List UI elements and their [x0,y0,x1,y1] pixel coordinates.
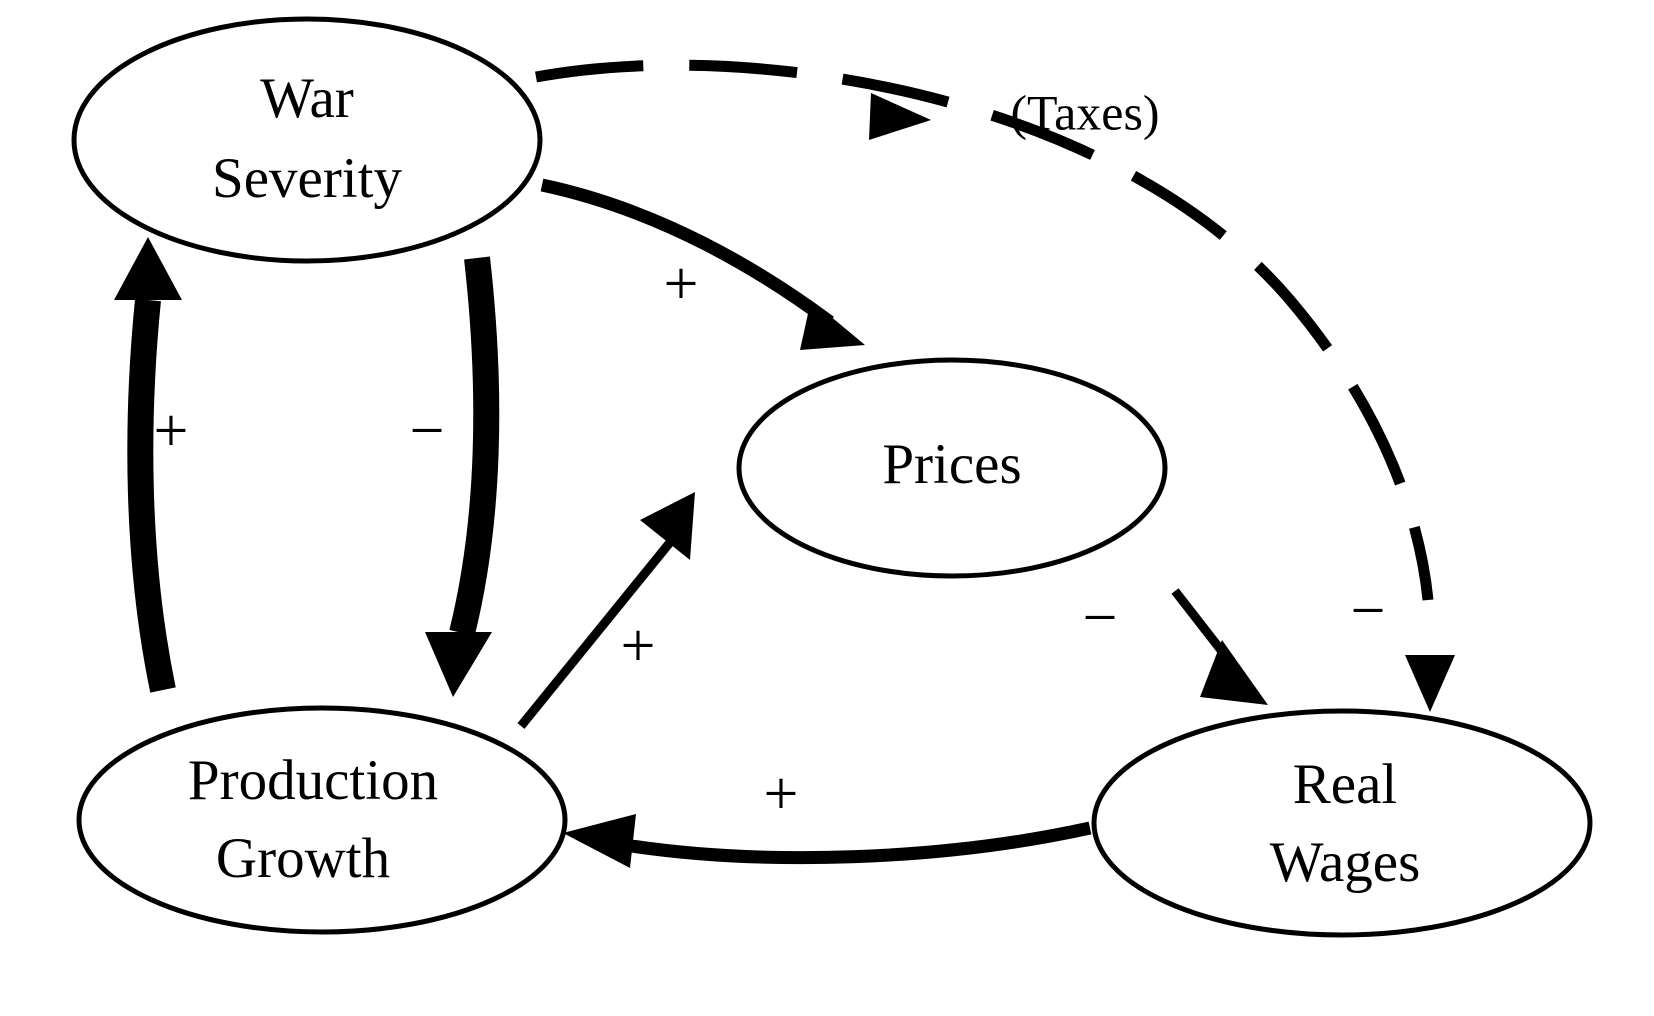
node-war-severity-label-line2: Severity [212,147,402,210]
edge-warseverity-to-prodgrowth-path [449,256,500,637]
edge-warseverity-to-prodgrowth-sign: − [410,397,445,465]
edge-warseverity-to-prices[interactable]: + [540,178,865,350]
edge-warseverity-to-realwages-path [535,59,1434,601]
node-production-growth-label-line2: Growth [216,827,390,890]
node-war-severity[interactable]: War Severity [71,16,543,264]
edge-prodgrowth-to-prices[interactable]: + [517,492,695,729]
node-real-wages-label-line2: Wages [1270,831,1421,894]
edge-prodgrowth-to-warseverity-path [127,298,176,693]
edge-realwages-to-prodgrowth[interactable]: + [563,760,1092,868]
edge-prodgrowth-to-prices-sign: + [621,612,656,680]
node-war-severity-label-line1: War [260,67,354,130]
node-production-growth-ellipse [76,705,568,935]
node-real-wages-ellipse [1091,708,1593,938]
taxes-annotation-label: (Taxes) [1010,84,1159,140]
edge-realwages-to-prodgrowth-arrowhead [563,814,636,868]
edge-realwages-to-prodgrowth-sign: + [764,760,799,828]
edge-prices-to-realwages-sign: − [1083,584,1118,652]
edge-warseverity-to-prices-sign: + [664,250,699,318]
node-prices-ellipse [736,357,1168,579]
edge-prodgrowth-to-prices-arrowhead [640,492,695,560]
edge-warseverity-to-realwages-sign: − [1351,577,1386,645]
edge-warseverity-to-prices-arrowhead [800,300,865,350]
edge-prodgrowth-to-warseverity[interactable]: + [114,237,189,693]
edge-prodgrowth-to-warseverity-sign: + [154,397,189,465]
edge-prodgrowth-to-prices-path [517,532,680,729]
node-prices[interactable]: Prices [736,357,1168,579]
edge-warseverity-to-realwages-arrowhead [1405,655,1455,712]
node-production-growth-label-line1: Production [188,749,438,812]
node-production-growth[interactable]: Production Growth [76,705,568,935]
edge-warseverity-to-prodgrowth-arrowhead [425,632,492,697]
edge-prodgrowth-to-warseverity-arrowhead [114,237,182,300]
edge-warseverity-to-realwages-midarrow [869,93,931,140]
edge-prices-to-realwages[interactable]: − [1083,584,1268,705]
node-war-severity-ellipse [71,16,543,264]
edge-warseverity-to-prodgrowth[interactable]: − [410,256,500,697]
edge-realwages-to-prodgrowth-path [624,821,1092,865]
edge-warseverity-to-prices-path [540,178,834,328]
node-real-wages[interactable]: Real Wages [1091,708,1593,938]
edge-prices-to-realwages-arrowhead [1200,640,1268,705]
node-real-wages-label-line1: Real [1293,753,1397,816]
edge-warseverity-to-realwages[interactable]: − (Taxes) [535,59,1455,712]
node-prices-label-line1: Prices [882,433,1021,496]
